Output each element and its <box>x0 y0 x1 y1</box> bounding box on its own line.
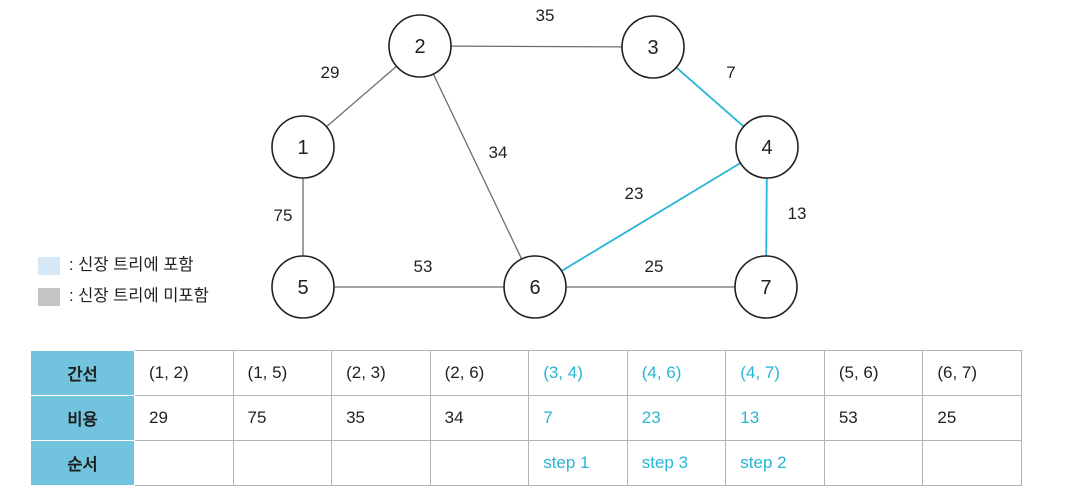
edge-weight-2-3: 35 <box>536 6 555 25</box>
table-cell-r0-c7: (5, 6) <box>823 350 924 396</box>
table-row-header: 비용 <box>30 395 135 441</box>
graph-node-label-6: 6 <box>529 277 540 299</box>
edge-weight-2-6: 34 <box>489 143 508 162</box>
graph-edge-1-2 <box>326 65 397 128</box>
table-cell-r1-c0: 29 <box>134 395 234 441</box>
edge-weight-3-4: 7 <box>726 63 735 82</box>
table-row-header: 간선 <box>30 350 135 396</box>
graph-node-2 <box>388 14 452 78</box>
table-cell-r0-c4: (3, 4) <box>528 350 628 396</box>
graph-edge-4-6 <box>561 162 741 272</box>
graph-node-label-5: 5 <box>297 277 308 299</box>
graph-edge-4-7 <box>765 177 768 257</box>
legend-item-excluded: : 신장 트리에 미포함 <box>38 281 268 312</box>
table-cell-r0-c3: (2, 6) <box>429 350 530 396</box>
edge-weight-4-7: 13 <box>788 204 807 223</box>
table-cell-r2-c0 <box>134 440 234 486</box>
table-cell-r0-c8: (6, 7) <box>922 350 1022 396</box>
table-cell-r1-c3: 34 <box>429 395 530 441</box>
table-cell-r1-c7: 53 <box>823 395 924 441</box>
legend: : 신장 트리에 포함 : 신장 트리에 미포함 <box>38 250 268 312</box>
table-cell-r2-c3 <box>429 440 530 486</box>
edge-weight-5-6: 53 <box>414 257 433 276</box>
graph-node-1 <box>271 115 335 179</box>
legend-item-included: : 신장 트리에 포함 <box>38 250 268 281</box>
table-cell-r2-c6: step 2 <box>725 440 825 486</box>
graph-node-label-4: 4 <box>761 137 772 159</box>
edge-weight-6-7: 25 <box>645 257 664 276</box>
table-cell-r0-c0: (1, 2) <box>134 350 234 396</box>
graph-node-6 <box>503 255 567 319</box>
table-cell-r2-c7 <box>823 440 924 486</box>
table-cell-r0-c5: (4, 6) <box>626 350 727 396</box>
table-cell-r2-c4: step 1 <box>528 440 628 486</box>
table-cell-r2-c5: step 3 <box>626 440 727 486</box>
table-cell-r0-c1: (1, 5) <box>232 350 333 396</box>
edge-weight-4-6: 23 <box>625 184 644 203</box>
table-cell-r2-c2 <box>331 440 431 486</box>
graph-node-label-7: 7 <box>760 277 771 299</box>
graph-edge-3-4 <box>675 66 745 128</box>
graph-node-7 <box>734 255 798 319</box>
table-cell-r0-c2: (2, 3) <box>331 350 431 396</box>
table-cell-r1-c4: 7 <box>528 395 628 441</box>
legend-swatch-included <box>38 256 60 275</box>
graph-node-3 <box>621 15 685 79</box>
table-cell-r1-c8: 25 <box>922 395 1022 441</box>
graph-node-label-3: 3 <box>647 37 658 59</box>
graph-edge-2-6 <box>432 73 523 260</box>
legend-label-included: : 신장 트리에 포함 <box>69 256 194 275</box>
table-cell-r0-c6: (4, 7) <box>725 350 825 396</box>
edge-weight-1-5: 75 <box>274 206 293 225</box>
table-row: 간선(1, 2)(1, 5)(2, 3)(2, 6)(3, 4)(4, 6)(4… <box>30 350 1022 396</box>
graph-edge-2-3 <box>450 45 623 48</box>
graph-node-5 <box>271 255 335 319</box>
table-cell-r1-c2: 35 <box>331 395 431 441</box>
edge-weight-1-2: 29 <box>321 63 340 82</box>
table-cell-r2-c8 <box>922 440 1022 486</box>
table-cell-r1-c1: 75 <box>232 395 333 441</box>
graph-node-4 <box>735 115 799 179</box>
table-cell-r1-c6: 13 <box>725 395 825 441</box>
table-cell-r2-c1 <box>232 440 333 486</box>
graph-node-label-2: 2 <box>414 36 425 58</box>
table-cell-r1-c5: 23 <box>626 395 727 441</box>
legend-swatch-excluded <box>38 287 60 306</box>
legend-label-excluded: : 신장 트리에 미포함 <box>69 287 209 306</box>
table-row-header: 순서 <box>30 440 135 486</box>
edge-cost-order-table: 간선(1, 2)(1, 5)(2, 3)(2, 6)(3, 4)(4, 6)(4… <box>30 350 1022 486</box>
graph-node-label-1: 1 <box>297 137 308 159</box>
